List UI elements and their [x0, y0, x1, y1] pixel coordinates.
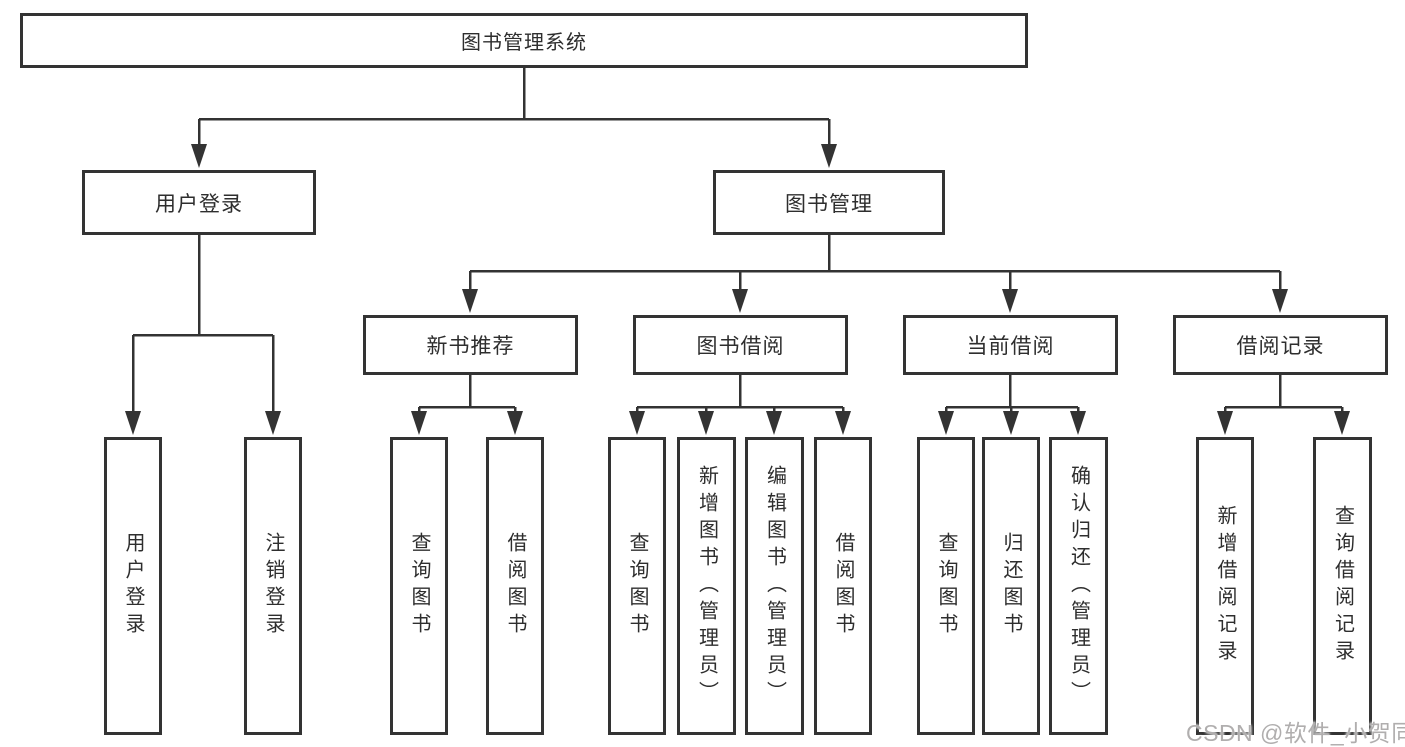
leaf-confirm-return-admin: 确认归还（管理员） [1049, 437, 1108, 735]
leaf-add-borrow-record: 新增借阅记录 [1196, 437, 1254, 735]
leaf-return-books: 归还图书 [982, 437, 1040, 735]
node-book-management: 图书管理 [713, 170, 945, 235]
node-library-system-root: 图书管理系统 [20, 13, 1028, 68]
leaf-user-login: 用户登录 [104, 437, 162, 735]
leaf-query-borrow-record: 查询借阅记录 [1313, 437, 1372, 735]
leaf-query-books-recommend: 查询图书 [390, 437, 448, 735]
leaf-query-books-current: 查询图书 [917, 437, 975, 735]
node-new-book-recommend: 新书推荐 [363, 315, 578, 375]
leaf-borrow-books-borrowing: 借阅图书 [814, 437, 872, 735]
node-user-login: 用户登录 [82, 170, 316, 235]
leaf-logout: 注销登录 [244, 437, 302, 735]
leaf-edit-book-admin: 编辑图书（管理员） [745, 437, 804, 735]
leaf-borrow-books-recommend: 借阅图书 [486, 437, 544, 735]
node-borrowing-records: 借阅记录 [1173, 315, 1388, 375]
leaf-add-book-admin: 新增图书（管理员） [677, 437, 736, 735]
node-book-borrowing: 图书借阅 [633, 315, 848, 375]
arrowheads [125, 144, 1350, 435]
watermark-csdn: CSDN @软件_小贺同学 [1186, 720, 1405, 746]
leaf-query-books-borrowing: 查询图书 [608, 437, 666, 735]
node-current-borrowing: 当前借阅 [903, 315, 1118, 375]
